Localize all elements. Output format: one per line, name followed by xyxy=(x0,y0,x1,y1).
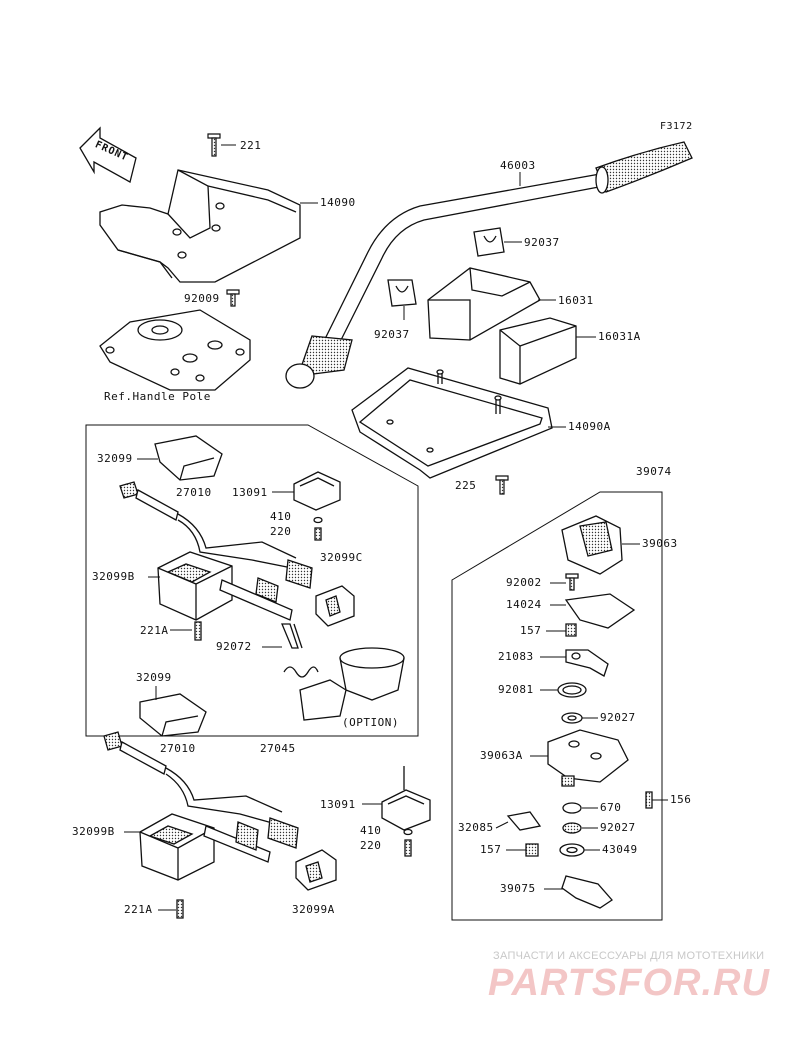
part-label-670: 670 xyxy=(600,801,622,814)
part-label-21083: 21083 xyxy=(498,650,534,663)
pad-16031a xyxy=(499,317,577,385)
part-label-92081: 92081 xyxy=(498,683,534,696)
part-label-92002: 92002 xyxy=(506,576,542,589)
part-label-14090: 14090 xyxy=(320,196,356,209)
part-label-157-bot: 157 xyxy=(480,843,502,856)
part-label-27045: 27045 xyxy=(260,742,296,755)
part-label-46003: 46003 xyxy=(500,159,536,172)
part-14090-cover xyxy=(99,169,301,283)
part-label-32099a: 32099A xyxy=(292,903,335,916)
part-label-92009: 92009 xyxy=(184,292,220,305)
part-label-14024: 14024 xyxy=(506,598,542,611)
part-label-14090a: 14090A xyxy=(568,420,611,433)
part-label-157-top: 157 xyxy=(520,624,542,637)
part-label-16031: 16031 xyxy=(558,294,594,307)
screw-92009 xyxy=(226,289,240,307)
figure-code: F3172 xyxy=(660,121,693,132)
ref-note: Ref.Handle Pole xyxy=(104,390,211,403)
switch-assembly-upper xyxy=(119,435,405,721)
part-label-39074: 39074 xyxy=(636,465,672,478)
part-label-220-bot: 220 xyxy=(360,839,382,852)
part-label-13091-bot: 13091 xyxy=(320,798,356,811)
part-label-39063a: 39063A xyxy=(480,749,523,762)
part-label-43049: 43049 xyxy=(602,843,638,856)
part-label-92037-upper: 92037 xyxy=(524,236,560,249)
handle-pole-plate xyxy=(99,309,251,391)
throttle-box xyxy=(451,491,663,921)
part-label-13091-top: 13091 xyxy=(232,486,268,499)
part-label-39075: 39075 xyxy=(500,882,536,895)
part-label-92072: 92072 xyxy=(216,640,252,653)
part-label-221: 221 xyxy=(240,139,262,152)
part-label-27010-bot: 27010 xyxy=(160,742,196,755)
part-label-39063: 39063 xyxy=(642,537,678,550)
clamp-92037-lower xyxy=(387,279,417,307)
option-box xyxy=(85,424,419,737)
cover-14090a xyxy=(351,367,553,479)
clamp-92037-upper xyxy=(473,227,505,257)
leader-32085 xyxy=(495,821,509,829)
watermark-logo: PARTSFOR.RU xyxy=(488,962,770,1004)
part-label-32099b-bot: 32099B xyxy=(72,825,115,838)
part-label-92027-bot: 92027 xyxy=(600,821,636,834)
option-note: (OPTION) xyxy=(342,716,399,729)
front-arrow xyxy=(79,126,137,183)
part-label-32099-bot: 32099 xyxy=(136,671,172,684)
part-label-221a-bot: 221A xyxy=(124,903,153,916)
part-label-16031a: 16031A xyxy=(598,330,641,343)
part-label-221a-top: 221A xyxy=(140,624,169,637)
part-label-32099c: 32099C xyxy=(320,551,363,564)
part-label-32099b-top: 32099B xyxy=(92,570,135,583)
watermark-tagline: ЗАПЧАСТИ И АКСЕССУАРЫ ДЛЯ МОТОТЕХНИКИ xyxy=(493,950,765,962)
part-label-32085: 32085 xyxy=(458,821,494,834)
part-label-32099-top: 32099 xyxy=(97,452,133,465)
handlebar-46003 xyxy=(285,141,693,389)
switch-assembly-lower xyxy=(103,693,431,919)
part-label-92027-top: 92027 xyxy=(600,711,636,724)
part-label-410-bot: 410 xyxy=(360,824,382,837)
screw-225 xyxy=(495,475,509,495)
part-label-220-top: 220 xyxy=(270,525,292,538)
screw-221 xyxy=(207,133,221,157)
part-label-92037-lower: 92037 xyxy=(374,328,410,341)
part-label-225: 225 xyxy=(455,479,477,492)
part-label-156: 156 xyxy=(670,793,692,806)
part-label-27010-top: 27010 xyxy=(176,486,212,499)
part-label-410-top: 410 xyxy=(270,510,292,523)
